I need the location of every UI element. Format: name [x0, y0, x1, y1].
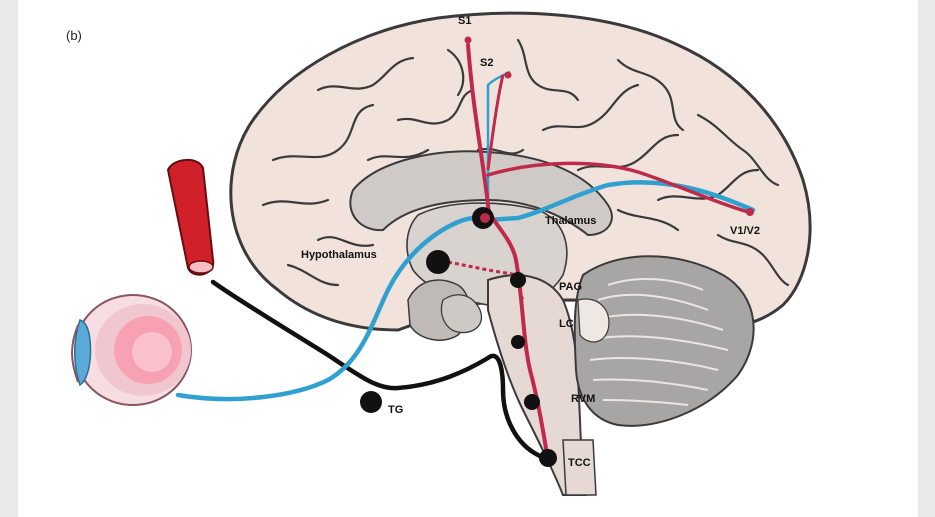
v1v2-label: V1/V2 [730, 225, 760, 237]
hypothalamus-node [426, 250, 450, 274]
eye [72, 295, 191, 405]
tcc-node [539, 449, 557, 467]
lc-label: LC [559, 318, 574, 330]
tcc-label: TCC [568, 457, 591, 469]
figure-frame: (b) [18, 0, 918, 517]
panel-label: (b) [66, 28, 82, 43]
hypothalamus-label: Hypothalamus [301, 249, 377, 261]
rvm-node [524, 394, 540, 410]
pag-node [510, 272, 526, 288]
v1v2-node [746, 208, 754, 216]
pag-label: PAG [559, 281, 582, 293]
thalamus-label: Thalamus [545, 215, 596, 227]
rvm-label: RVM [571, 393, 595, 405]
s1-node [465, 37, 472, 44]
s2-label: S2 [480, 57, 493, 69]
thalamus-node-inner [480, 213, 490, 223]
brain-pain-pathway-diagram: (b) [18, 0, 918, 517]
lc-node [511, 335, 525, 349]
tg-node [360, 391, 382, 413]
s1-label: S1 [458, 15, 471, 27]
cerebellum [575, 256, 754, 426]
vessel-opening [189, 261, 213, 273]
s2-node [505, 72, 512, 79]
blood-vessel [168, 160, 213, 275]
tg-label: TG [388, 404, 403, 416]
